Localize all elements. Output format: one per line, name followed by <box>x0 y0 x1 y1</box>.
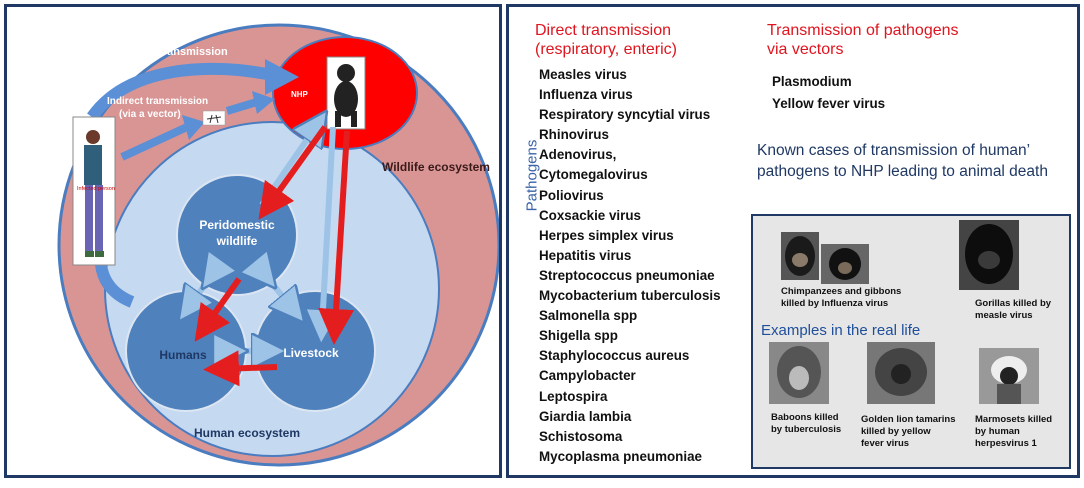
transmission-diagram-panel: Direct transmission Indirect transmissio… <box>4 4 502 478</box>
pathogen-list-item: Mycoplasma pneumoniae <box>539 448 702 464</box>
tamarin-caption: Golden lion tamarins killed by yellow fe… <box>861 414 956 449</box>
peridomestic-label: Peridomestic <box>199 218 275 232</box>
examples-box: Chimpanzees and gibbons killed by Influe… <box>751 214 1071 469</box>
examples-title: Examples in the real life <box>761 322 921 339</box>
pathogen-list-item: Salmonella spp <box>539 308 638 324</box>
pathogen-list-item: Leptospira <box>539 388 608 404</box>
infected-person-label: Infected person <box>77 186 115 192</box>
pathogen-list-item: Staphylococcus aureus <box>539 348 690 364</box>
pathogen-list-item: Influenza virus <box>539 87 633 103</box>
vector-pathogen-item: Yellow fever virus <box>772 96 886 111</box>
direct-transmission-arrow <box>87 62 274 121</box>
gibbon-photo <box>821 244 869 284</box>
baboon-caption: Baboons killed by tuberculosis <box>771 412 842 435</box>
pathogen-list-item: Cytomegalovirus <box>539 167 648 183</box>
vector-pathogen-item: Plasmodium <box>772 74 852 89</box>
gorilla-photo <box>959 220 1019 290</box>
pathogen-list-item: Giardia lambia <box>539 408 632 424</box>
baboon-photo <box>769 342 829 404</box>
direct-transmission-label: Direct transmission <box>125 46 228 58</box>
pathogen-list-item: Coxsackie virus <box>539 207 641 223</box>
indirect-transmission-sub-label: (via a vector) <box>119 109 181 120</box>
direct-transmission-heading: Direct transmission (respiratory, enteri… <box>535 22 677 58</box>
wildlife-ecosystem-label: Wildlife ecosystem <box>382 160 490 174</box>
chimpanzee-photo <box>781 232 819 280</box>
pathogen-list-item: Hepatitis virus <box>539 247 632 263</box>
gorilla-caption: Gorillas killed by measle virus <box>975 298 1052 321</box>
pathogens-side-label: Pathogens <box>523 139 541 212</box>
humans-label: Humans <box>159 348 207 362</box>
pathogen-list-item: Respiratory syncytial virus <box>539 107 711 123</box>
chimp-gibbon-caption: Chimpanzees and gibbons killed by Influe… <box>781 286 902 309</box>
pathogens-panel: Direct transmission (respiratory, enteri… <box>506 4 1080 478</box>
human-ecosystem-label: Human ecosystem <box>194 426 300 440</box>
pathogen-list-item: Streptococcus pneumoniae <box>539 267 715 283</box>
pathogen-list-item: Measles virus <box>539 67 627 82</box>
pathogen-list-item: Herpes simplex virus <box>539 227 674 243</box>
pathogen-list-item: Shigella spp <box>539 328 618 344</box>
tamarin-photo <box>867 342 935 404</box>
pathogen-list-item: Schistosoma <box>539 428 623 444</box>
pathogen-list-item: Poliovirus <box>539 187 604 203</box>
pathogen-list-item: Adenovirus, <box>539 147 617 163</box>
marmoset-photo <box>979 348 1039 404</box>
livestock-label: Livestock <box>283 346 339 360</box>
indirect-transmission-label: Indirect transmission <box>107 96 208 107</box>
diagram-canvas: Direct transmission Indirect transmissio… <box>57 23 499 467</box>
known-cases-text: Known cases of transmission of human’ pa… <box>757 142 1048 180</box>
peridomestic-sub-label: wildlife <box>216 234 258 248</box>
marmoset-caption: Marmosets killed by human herpesvirus 1 <box>975 414 1053 449</box>
pathogen-list-item: Mycobacterium tuberculosis <box>539 288 721 304</box>
nhp-label: NHP <box>291 90 309 99</box>
pathogen-list-item: Rhinovirus <box>539 127 609 143</box>
vector-transmission-heading: Transmission of pathogens via vectors <box>767 22 959 58</box>
pathogen-list-item: Campylobacter <box>539 368 636 384</box>
